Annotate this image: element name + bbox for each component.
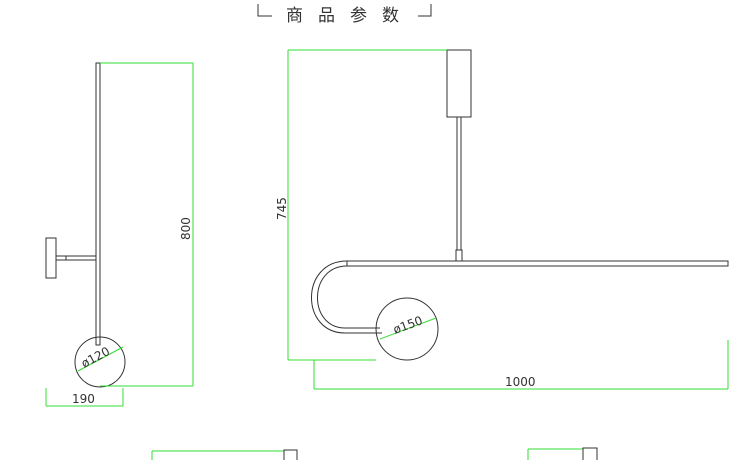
- header-char-3: 参: [350, 6, 367, 26]
- fragment-left-box: [283, 449, 298, 460]
- pendant-curved-arm-outer: [311, 260, 382, 334]
- wall-lamp-rod: [95, 62, 101, 346]
- wall-lamp-drawing: ø120 800 190: [45, 62, 194, 407]
- header-left-bracket: [257, 4, 272, 17]
- wall-lamp-diameter-label: ø120: [79, 344, 112, 371]
- section-header: 商 品 参 数: [257, 4, 432, 26]
- wall-lamp-globe: [74, 336, 126, 388]
- pendant-diameter-line: [379, 317, 437, 340]
- pendant-curved-arm-inner: [317, 265, 380, 329]
- header-char-4: 数: [382, 6, 399, 26]
- pendant-canopy: [446, 49, 472, 118]
- wall-mount-arm: [55, 255, 97, 261]
- wall-mount-plate: [45, 237, 57, 279]
- next-diagram-fragment-left: [151, 449, 298, 460]
- pendant-lamp-drawing: ø150 745 1000: [275, 49, 729, 390]
- pendant-globe: [375, 297, 439, 361]
- wall-lamp-diameter-line: [77, 346, 124, 372]
- pendant-height-label: 745: [275, 197, 289, 220]
- next-diagram-fragment-right: [527, 447, 598, 460]
- header-char-1: 商: [286, 6, 303, 26]
- wall-lamp-depth-label: 190: [72, 392, 95, 406]
- wall-lamp-height-label: 800: [179, 217, 193, 240]
- pendant-horizontal-bar: [346, 260, 729, 267]
- pendant-width-label: 1000: [505, 375, 536, 389]
- pendant-rod-joint: [455, 249, 463, 262]
- header-char-2: 品: [318, 6, 335, 26]
- fragment-right-box: [582, 447, 598, 460]
- header-right-bracket: [418, 4, 432, 17]
- pendant-diameter-label: ø150: [391, 313, 424, 337]
